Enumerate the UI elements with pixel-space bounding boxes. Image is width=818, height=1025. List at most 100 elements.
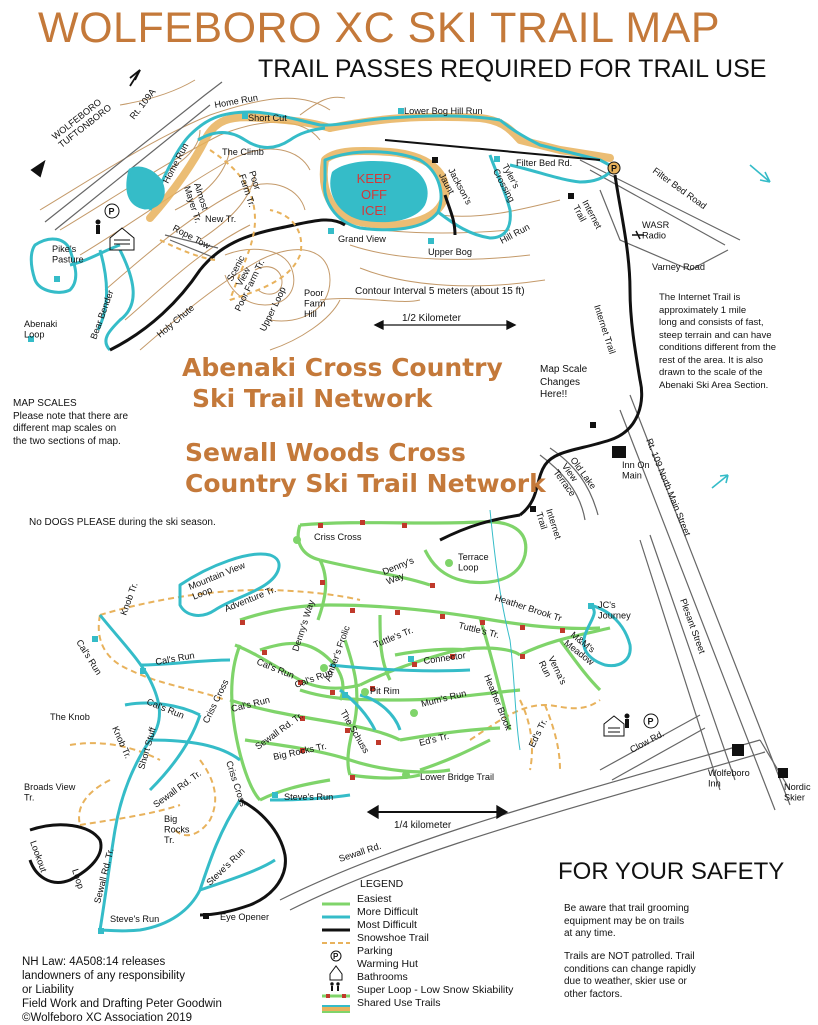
quarter-km-scale-label: 1/4 kilometer [394, 820, 452, 831]
internet-trail-label: InternetTrail [571, 198, 604, 236]
roads [44, 81, 791, 911]
super-loop-markers [240, 520, 565, 780]
tuttles-tr-2-label: Tuttle's Tr. [458, 620, 501, 640]
varney-road-label: Varney Road [652, 262, 705, 272]
easiest-markers [293, 536, 453, 779]
eds-tr-label: Ed's Tr. [418, 731, 450, 748]
keep-off-ice-line3: ICE! [361, 203, 386, 218]
grand-view-label: Grand View [338, 234, 386, 244]
poor-farm-tr-label: PoorFarm Tr. [237, 170, 267, 209]
new-tr-label: New Tr. [205, 214, 236, 224]
sewall-rd-label: Sewall Rd. [338, 841, 383, 864]
heather-brook-stream [489, 509, 521, 751]
abenaki-network-title: Abenaki Cross Country Ski Trail Network [182, 352, 503, 414]
sewall-title-line1: Sewall Woods Cross [185, 438, 466, 467]
abenaki-most-difficult-trails [109, 139, 644, 517]
trail-markers [28, 108, 594, 934]
footer: NH Law: 4A508:14 releases landowners of … [22, 955, 222, 1025]
the-knob-label: The Knob [50, 712, 90, 722]
sewall-most-difficult-trails [28, 513, 521, 917]
abenaki-title-line2: Ski Trail Network [192, 384, 433, 413]
legend-more-difficult: More Difficult [357, 906, 419, 918]
keep-off-ice-line2: OFF [361, 187, 387, 202]
connector-label: Connector [423, 650, 466, 666]
bathrooms-icon [95, 219, 630, 728]
north-arrow-icon [711, 164, 771, 489]
parking-symbol: P [648, 717, 654, 727]
mountain-view-loop-label: Mountain ViewLoop [187, 560, 251, 602]
copyright-text: ©Wolfeboro XC Association 2019 [22, 1012, 192, 1024]
tuttles-tr-label: Tuttle's Tr. [372, 625, 414, 650]
internet-trail-note: The Internet Trail is approximately 1 mi… [659, 292, 777, 391]
sewall-title-line2: Country Ski Trail Network [185, 469, 546, 498]
legend-warming-hut: Warming Hut [357, 958, 418, 970]
radio-icon [632, 230, 644, 240]
abenaki-snowshoe-trails [159, 149, 303, 301]
cals-run-4-label: Cal's Run [145, 697, 185, 721]
wolfeboro-tuftonboro-label: WOLFEBOROTUFTONBORO [50, 94, 113, 150]
steves-run-3-label: Steve's Run [110, 914, 159, 924]
criss-cross-label: Criss Cross [314, 532, 362, 542]
adventure-tr-label: Adventure Tr. [223, 584, 277, 614]
legend-title: LEGEND [360, 878, 404, 890]
short-stuff-label: Short Stuff [136, 726, 158, 771]
legend-most-difficult: Most Difficult [357, 919, 417, 931]
map-title: WOLFEBORO XC SKI TRAIL MAP [38, 4, 721, 52]
buildings [612, 446, 788, 778]
clow-rd-label: Clow Rd. [628, 728, 666, 754]
upper-bog-label: Upper Bog [428, 247, 472, 257]
legend-snowshoe: Snowshoe Trail [357, 932, 429, 944]
scale-change-note: Map Scale Changes Here!! [540, 364, 588, 400]
lower-bridge-trail-label: Lower Bridge Trail [420, 772, 494, 782]
mums-run-label: Mum's Run [420, 688, 467, 709]
safety-heading: FOR YOUR SAFETY [558, 858, 785, 885]
legend-super-loop: Super Loop - Low Snow Skiability [357, 984, 514, 996]
sewall-network-title: Sewall Woods Cross Country Ski Trail Net… [185, 437, 546, 499]
steves-run-label: Steve's Run [284, 792, 333, 802]
warming-hut-icon [109, 227, 625, 737]
legend: LEGEND Easiest More Difficult Most Diffi… [322, 878, 513, 1010]
rt109-north-main-label: Rt. 109 North Main Street [644, 437, 692, 538]
parking-symbol: P [109, 207, 115, 217]
half-km-scale-label: 1/2 Kilometer [402, 313, 461, 324]
legend-swatches: P [322, 902, 350, 1013]
short-cut-label: Short Cut [248, 113, 287, 123]
legend-parking: Parking [357, 945, 393, 957]
scale-bars [366, 319, 517, 820]
criss-cross-2-label: Criss Cross [201, 677, 231, 724]
sewall-more-difficult-trails [98, 552, 632, 933]
sewall-snowshoe-trails [69, 588, 601, 837]
knob-tr-2-label: Knob Tr. [110, 725, 133, 760]
hill-run-label: Hill Run [498, 222, 531, 246]
abenaki-more-difficult-trails [29, 110, 616, 352]
safety-paragraph-1: Be aware that trail grooming equipment m… [564, 903, 690, 939]
black-markers [203, 157, 596, 919]
sewall-easiest-trails [229, 520, 611, 802]
no-dogs-note: No DOGS PLEASE during the ski season. [29, 517, 216, 528]
pit-rim-label: Pit Rim [370, 686, 400, 696]
parking-markers [104, 161, 659, 729]
legend-easiest: Easiest [357, 893, 392, 905]
rt109a-label: Rt. 109A [128, 86, 158, 121]
map-subtitle: TRAIL PASSES REQUIRED FOR TRAIL USE [258, 55, 767, 83]
legend-bathrooms: Bathrooms [357, 971, 408, 983]
filter-bed-road-label: Filter Bed Road [651, 166, 709, 212]
knob-tr-label: Knob Tr. [118, 581, 139, 617]
cals-run-label: Cal's Run [74, 638, 103, 677]
filter-bed-rd-label: Filter Bed Rd. [516, 158, 572, 168]
direction-arrows [30, 69, 141, 178]
credit-text: Field Work and Drafting Peter Goodwin [22, 998, 222, 1010]
legend-shared-use: Shared Use Trails [357, 997, 441, 1009]
lower-bog-hill-run-label: Lower Bog Hill Run [404, 106, 483, 116]
internet-trail-long-label: Internet Trail [592, 304, 617, 356]
